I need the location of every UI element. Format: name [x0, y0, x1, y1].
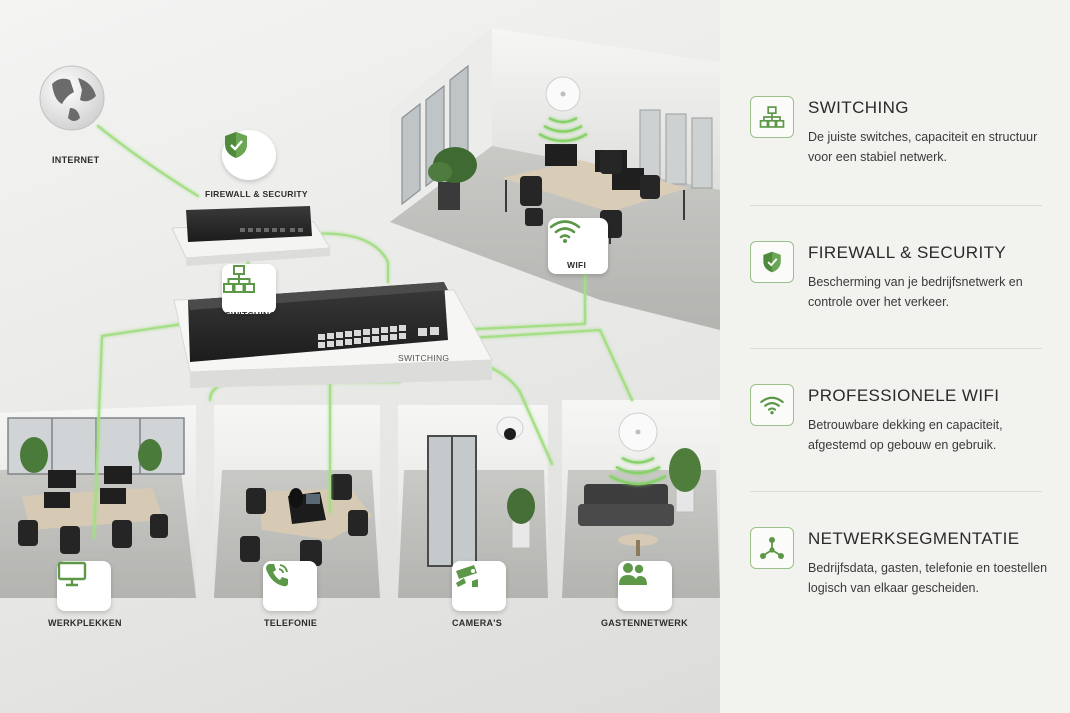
feature-panel: SWITCHING De juiste switches, capaciteit… [720, 0, 1070, 713]
label-gastennetwerk: GASTENNETWERK [601, 618, 688, 628]
label-wifi: WIFI [567, 260, 587, 270]
label-internet: INTERNET [52, 155, 100, 165]
feature-segmentation-icon-box [750, 527, 794, 569]
feature-firewall-icon-box [750, 241, 794, 283]
label-firewall: FIREWALL & SECURITY [205, 189, 308, 199]
firewall-badge [222, 130, 276, 180]
users-icon [619, 563, 647, 585]
feature-title: FIREWALL & SECURITY [808, 243, 1007, 262]
room-cameras [398, 405, 548, 598]
label-werkplekken: WERKPLEKKEN [48, 618, 122, 628]
feature-switching-icon-box [750, 96, 794, 138]
werkplekken-tile [57, 561, 111, 611]
telefonie-tile [263, 561, 317, 611]
shield-icon [763, 251, 781, 273]
shield-icon [225, 132, 247, 158]
label-cameras: CAMERA'S [452, 618, 503, 628]
room-gastennetwerk [562, 400, 720, 598]
scene-illustration [0, 28, 720, 598]
feature-title: PROFESSIONELE WIFI [808, 386, 1000, 405]
feature-description: Betrouwbare dekking en capaciteit, afges… [808, 418, 1003, 452]
network-scene: INTERNET FIREWALL & SECURITY SWITCHING S… [0, 0, 720, 713]
wifi-icon [549, 220, 581, 243]
feature-title: NETWERKSEGMENTATIE [808, 529, 1020, 548]
camera-icon [456, 565, 478, 587]
network-icon [223, 265, 255, 293]
monitor-icon [57, 561, 87, 587]
label-switching-floor: SWITCHING [398, 353, 450, 363]
divider [750, 348, 1042, 349]
divider [750, 491, 1042, 492]
feature-description: De juiste switches, capaciteit en struct… [808, 130, 1038, 164]
globe-icon [39, 65, 105, 131]
wifi-icon [760, 396, 784, 415]
room-werkplekken [0, 405, 196, 598]
switching-tile [222, 264, 276, 314]
label-switching-tile: SWITCHING [225, 310, 277, 320]
label-telefonie: TELEFONIE [264, 618, 318, 628]
network-icon [759, 106, 785, 128]
cameras-tile [452, 561, 506, 611]
feature-wifi-icon-box [750, 384, 794, 426]
feature-description: Bescherming van je bedrijfsnetwerk en co… [808, 275, 1023, 309]
feature-description: Bedrijfsdata, gasten, telefonie en toest… [808, 561, 1048, 595]
gastennetwerk-tile [618, 561, 672, 611]
room-telefonie [214, 405, 380, 598]
segment-icon [760, 537, 784, 559]
feature-title: SWITCHING [808, 98, 909, 117]
wifi-tile [548, 218, 608, 274]
firewall-platform [171, 206, 331, 266]
phone-icon [266, 564, 288, 587]
divider [750, 205, 1042, 206]
